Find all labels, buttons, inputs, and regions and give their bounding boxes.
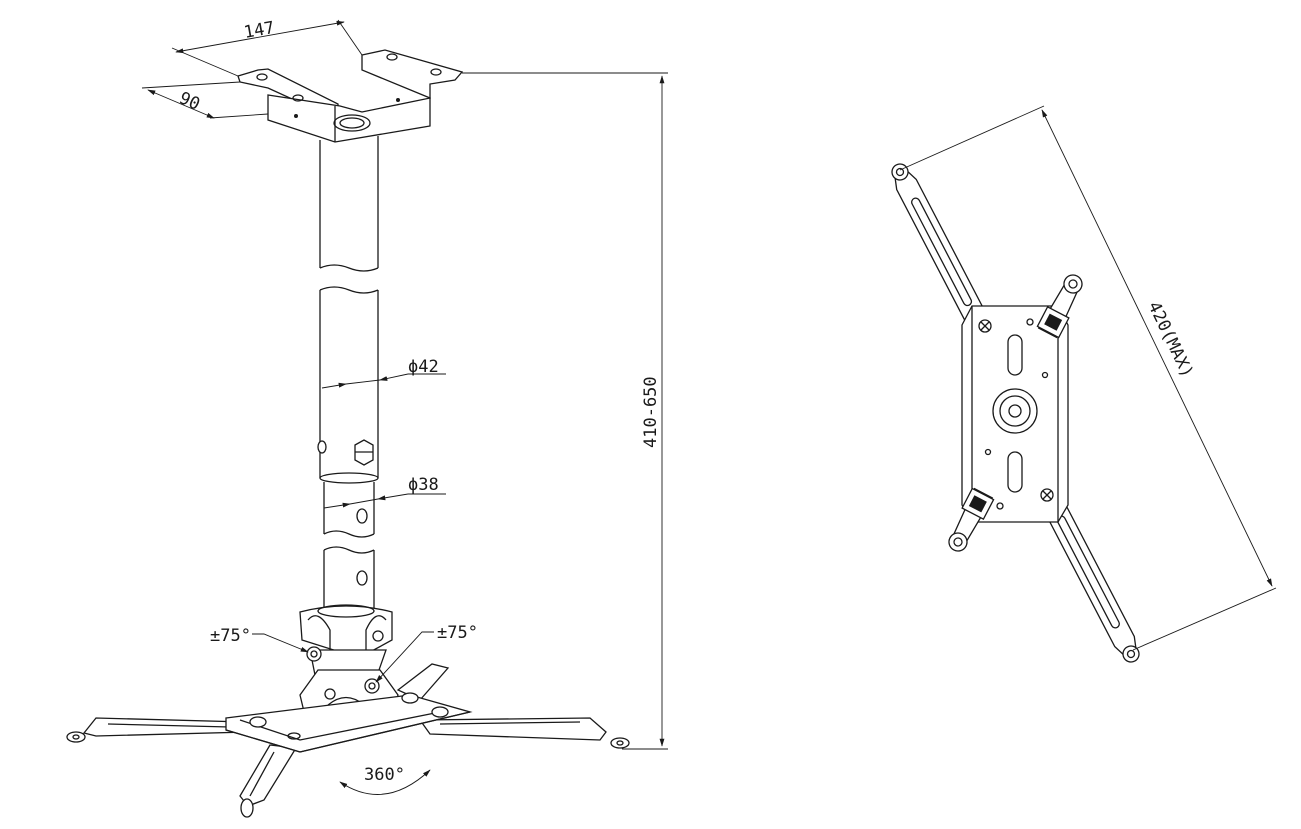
inner-diameter-label: ϕ38 <box>408 475 439 495</box>
tilt-left-callout: ±75° <box>210 626 309 653</box>
top-view: 420(MAX) <box>891 105 1277 663</box>
base-plate-arms <box>66 663 630 818</box>
depth-dimension: 90 <box>141 81 269 119</box>
arm-upper-right <box>1036 274 1083 339</box>
tilt-left-label: ±75° <box>210 626 251 646</box>
outer-tube <box>317 136 379 484</box>
mounting-plate <box>961 305 1069 523</box>
tilt-right-label: ±75° <box>437 623 478 643</box>
depth-label: 90 <box>176 88 203 115</box>
max-span-label: 420(MAX) <box>1143 298 1197 380</box>
outer-diameter-dimension: ϕ42 <box>321 357 446 389</box>
width-label: 147 <box>242 18 276 43</box>
outer-diameter-label: ϕ42 <box>408 357 439 377</box>
tilt-right-callout: ±75° <box>375 623 478 683</box>
arm-lower-left <box>948 487 995 552</box>
rotation-indicator: 360° <box>339 765 431 795</box>
side-view: 147 90 410-650 ϕ42 <box>66 18 668 818</box>
height-dimension: 410-650 <box>462 72 668 750</box>
width-dimension: 147 <box>171 18 363 77</box>
height-label: 410-650 <box>641 376 661 448</box>
ceiling-bracket <box>237 49 464 143</box>
inner-diameter-dimension: ϕ38 <box>323 475 446 509</box>
rotation-label: 360° <box>364 765 405 785</box>
